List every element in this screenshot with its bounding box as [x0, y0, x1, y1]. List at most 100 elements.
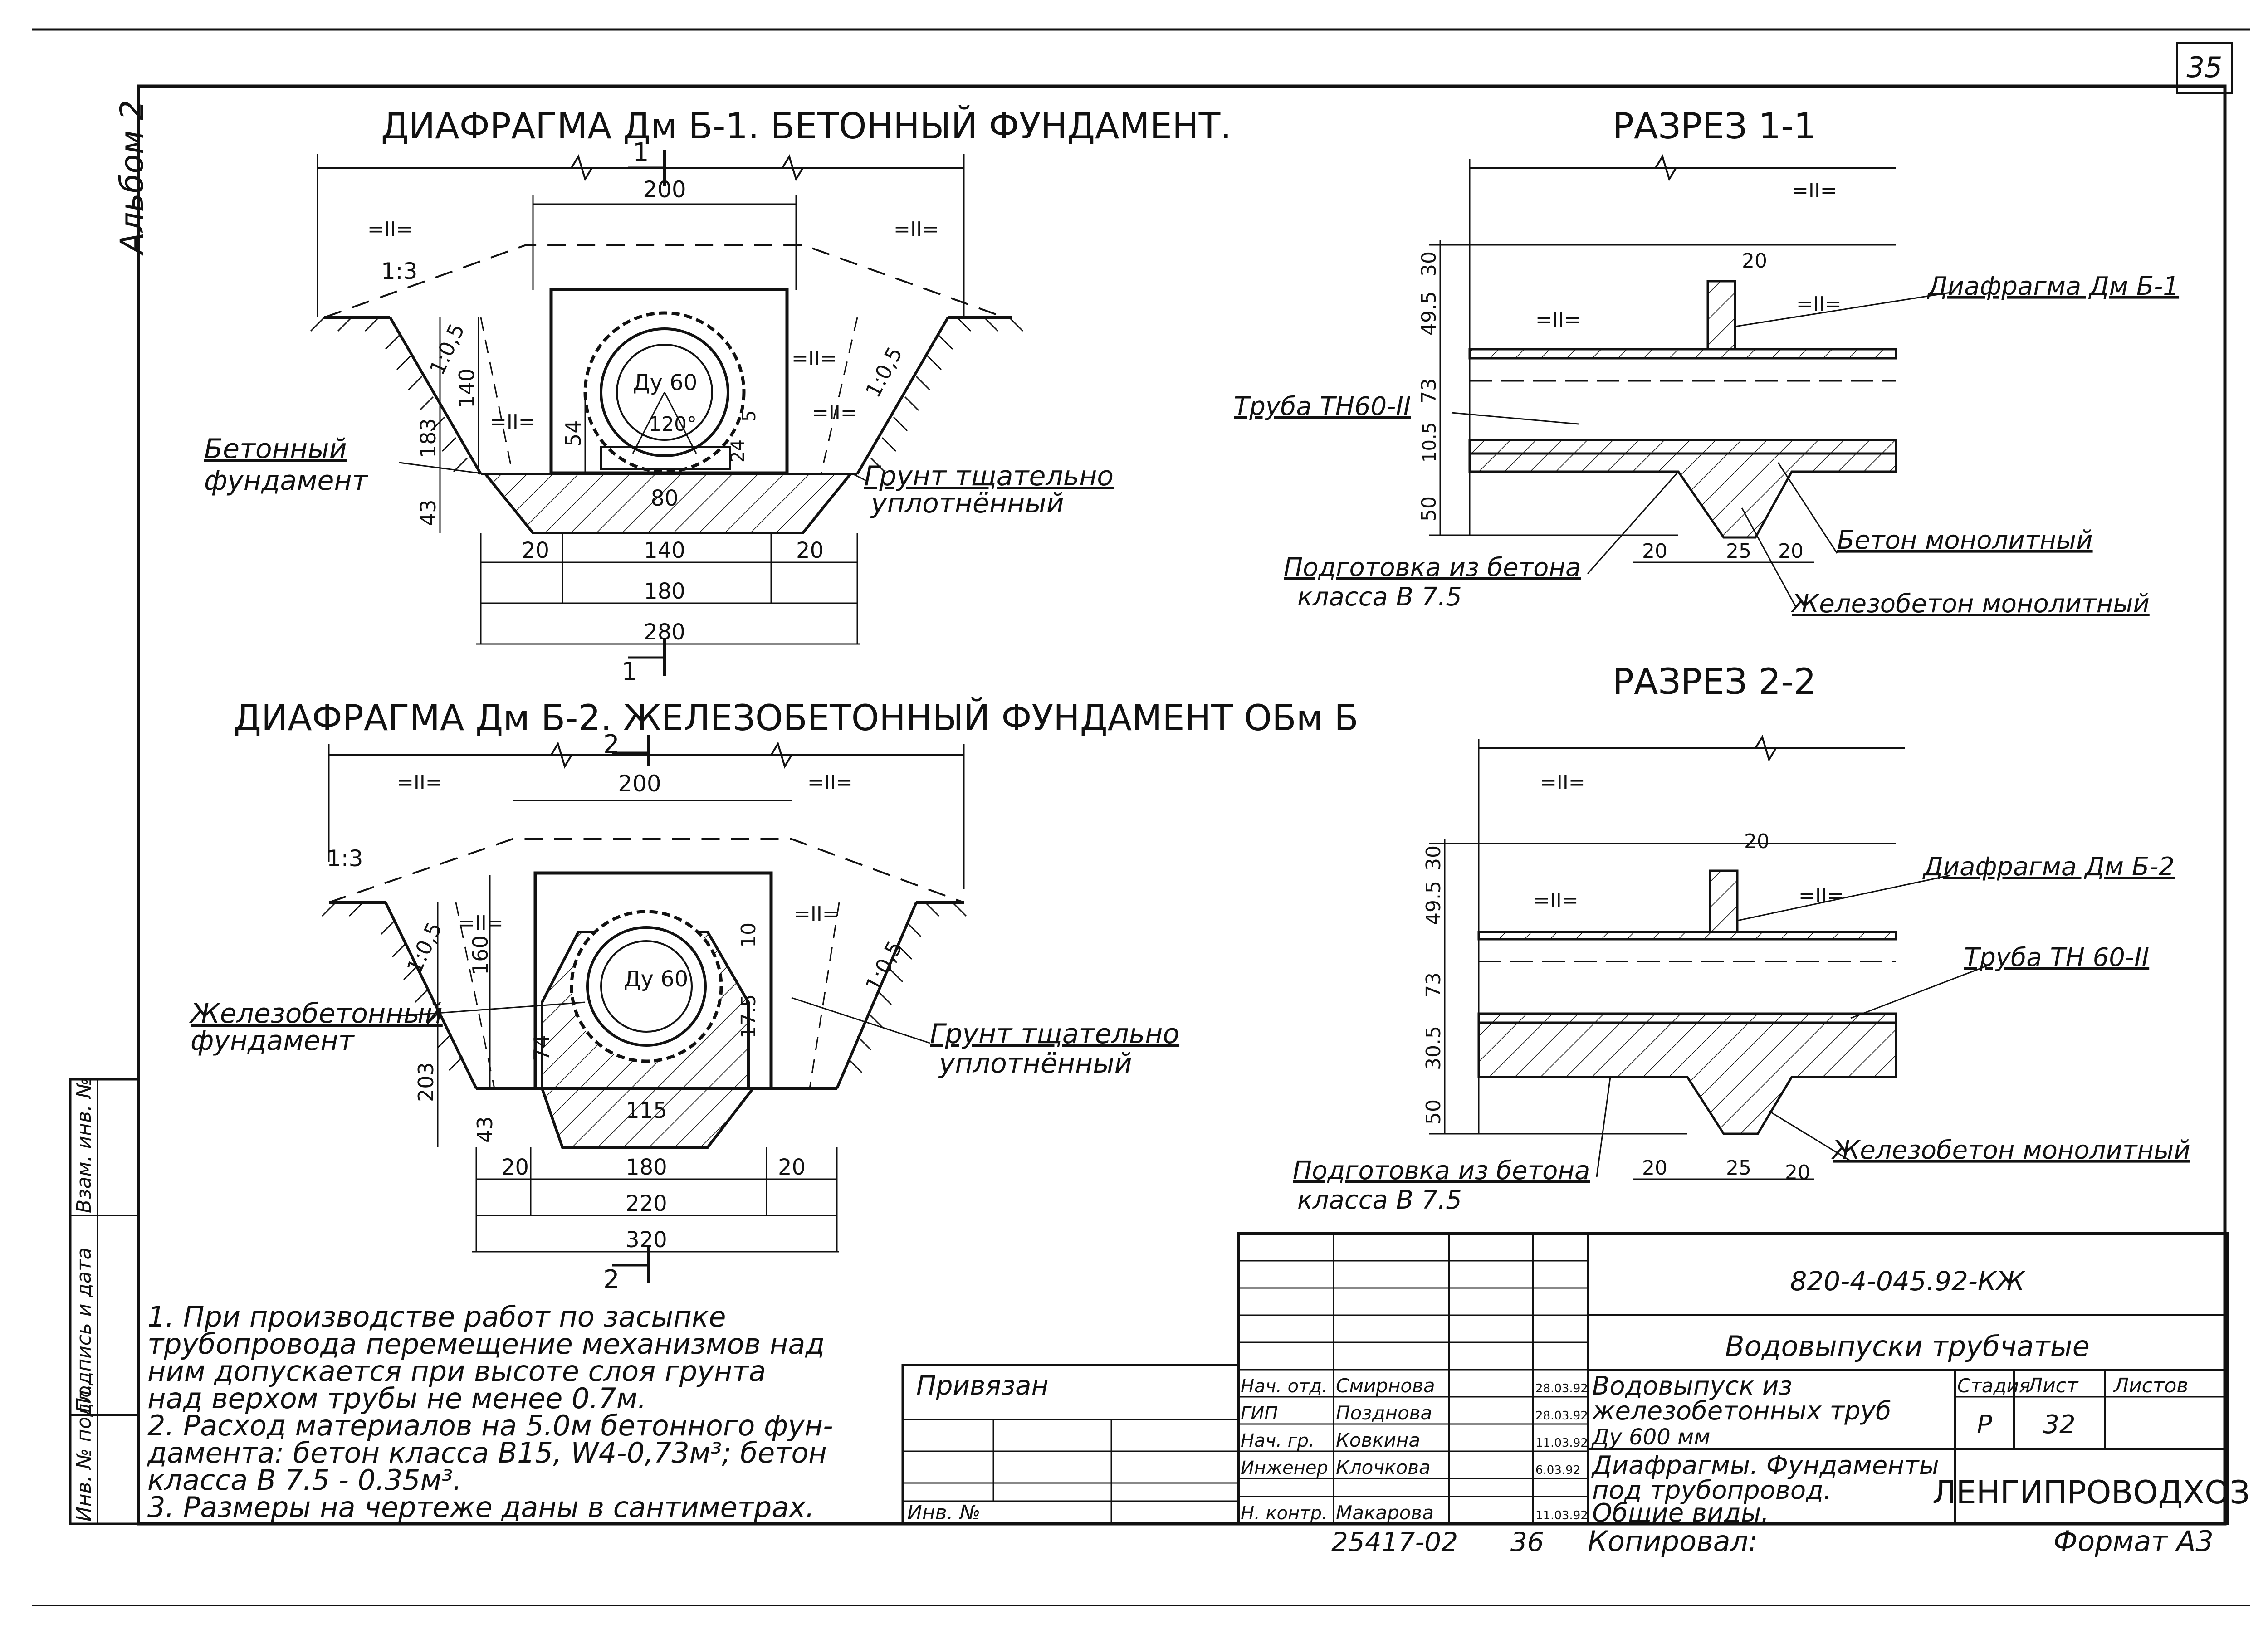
stamp-privyazan: Привязан — [916, 1370, 1049, 1401]
s2-dim-73: 73 — [1422, 972, 1445, 998]
v2-dim-10: 10 — [737, 922, 760, 948]
s2-dim-50: 50 — [1422, 1099, 1445, 1125]
v2-dim-200: 200 — [618, 771, 661, 797]
v1-slope-1-3: 1:3 — [381, 258, 417, 284]
note-line-3: ним допускается при высоте слоя грунта — [147, 1355, 766, 1388]
s2-dim-20-r: 20 — [1785, 1161, 1810, 1184]
strip-inv: Инв. № подл. — [73, 1384, 96, 1522]
stamp-date-3: 11.03.92 — [1535, 1436, 1588, 1450]
stamp-object-1: Водовыпуск из — [1592, 1371, 1792, 1401]
stamp-org: ЛЕНГИПРОВОДХОЗ — [1932, 1474, 2250, 1511]
stamp-role-3: Нач. гр. — [1241, 1430, 1315, 1451]
s2-same-right: =II= — [1799, 884, 1844, 907]
note-line-8: 3. Размеры на чертеже даны в сантиметрах… — [147, 1491, 815, 1524]
v2-slope-right: 1:0,5 — [860, 937, 907, 995]
s1-same-left: =II= — [1535, 308, 1581, 332]
s1-rc: Железобетон монолитный — [1790, 589, 2150, 619]
s1-dim-25: 25 — [1726, 540, 1751, 563]
v2-dim-43: 43 — [473, 1116, 497, 1143]
view2-title: ДИАФРАГМА Дм Б-2. ЖЕЛЕЗОБЕТОННЫЙ ФУНДАМЕ… — [234, 697, 1359, 739]
v2-dim-20r: 20 — [778, 1155, 806, 1180]
v1-same-right: =II= — [894, 218, 939, 241]
s1-dim-20-r: 20 — [1778, 540, 1804, 563]
s2-dim-20-top: 20 — [1744, 830, 1769, 853]
stamp-role-4: Инженер — [1241, 1458, 1328, 1478]
v2-same-right: =II= — [807, 771, 853, 794]
v2-dim-74: 74 — [529, 1034, 554, 1061]
v2-pipe: Ду 60 — [624, 966, 688, 992]
v2-label-found-2: фундамент — [191, 1025, 355, 1057]
stamp-num-bottom: 25417-02 — [1331, 1527, 1458, 1557]
stamp-stage: Р — [1977, 1410, 1992, 1439]
v2-dim-203: 203 — [414, 1062, 438, 1102]
note-line-4: над верхом трубы не менее 0.7м. — [147, 1382, 646, 1415]
view1-drawing: ДИАФРАГМА Дм Б-1. БЕТОННЫЙ ФУНДАМЕНТ. 1 … — [204, 105, 1232, 687]
stamp-role-5: Н. контр. — [1241, 1503, 1328, 1524]
stamp-page-bottom: 36 — [1510, 1527, 1544, 1557]
v1-same-mid-right2: =II= — [812, 401, 857, 424]
v1-dim-54: 54 — [561, 420, 586, 447]
s2-dim-495: 49.5 — [1422, 881, 1445, 925]
note-line-2: трубопровода перемещение механизмов над — [147, 1327, 825, 1361]
v2-same-left: =II= — [397, 771, 442, 794]
s1-dim-495: 49.5 — [1418, 291, 1441, 336]
section1-drawing: РАЗРЕЗ 1-1 =II= =II= =II= 20 Диафрагма Д… — [1234, 106, 2179, 619]
v2-label-found-1: Железобетонный — [189, 998, 443, 1029]
stamp-name-4: Клочкова — [1336, 1456, 1431, 1478]
stamp-date-1: 28.03.92 — [1535, 1382, 1588, 1395]
s2-dim-30: 30 — [1422, 845, 1445, 871]
v1-dim-80: 80 — [650, 486, 678, 511]
album-label: Альбом 2 — [113, 100, 151, 256]
stamp-inv: Инв. № — [907, 1501, 980, 1524]
s2-prep-2: класса В 7.5 — [1297, 1185, 1462, 1215]
note-line-5: 2. Расход материалов на 5.0м бетонного ф… — [147, 1409, 833, 1442]
v1-dim-24: 24 — [728, 439, 748, 463]
stamp-sheet: 32 — [2043, 1410, 2075, 1439]
v1-dim-5: 5 — [739, 410, 760, 422]
v1-dim-183: 183 — [416, 418, 440, 458]
s2-same-top: =II= — [1540, 771, 1585, 794]
s2-same-left: =II= — [1533, 889, 1579, 912]
v1-dim-180: 180 — [644, 579, 685, 604]
v2-dim-180: 180 — [626, 1155, 667, 1180]
v1-dim-200: 200 — [643, 176, 686, 203]
v1-same-mid-left: =II= — [490, 410, 535, 434]
stamp-name-1: Смирнова — [1336, 1375, 1435, 1397]
view1-section-top: 1 — [633, 138, 649, 167]
v1-same-left: =II= — [367, 218, 413, 241]
stamp-copied: Копировал: — [1588, 1525, 1758, 1558]
s1-concrete: Бетон монолитный — [1837, 526, 2093, 555]
s1-prep-2: класса В 7.5 — [1297, 582, 1462, 612]
s2-pipe: Труба ТН 60-II — [1964, 943, 2149, 972]
stamp-name-2: Позднова — [1336, 1402, 1432, 1424]
stamp-col-sheet: Лист — [2027, 1374, 2079, 1397]
s2-dim-25: 25 — [1726, 1156, 1751, 1180]
s1-dim-50: 50 — [1418, 496, 1441, 522]
note-line-7: класса В 7.5 - 0.35м³. — [147, 1463, 462, 1497]
s2-dim-20-l: 20 — [1642, 1156, 1667, 1180]
left-strip: Инв. № подл. Подпись и дата Взам. инв. № — [69, 1078, 140, 1525]
v2-dim-175: 17.5 — [737, 994, 760, 1039]
section1-title: РАЗРЕЗ 1-1 — [1613, 106, 1816, 147]
v1-dim-20r: 20 — [796, 538, 824, 563]
strip-sign: Подпись и дата — [73, 1248, 96, 1413]
v2-same-mid-left: =II= — [458, 912, 503, 935]
v2-slope-1-3: 1:3 — [327, 845, 363, 872]
stamp-role-1: Нач. отд. — [1241, 1376, 1328, 1397]
strip-replace: Взам. инв. № — [73, 1078, 96, 1213]
stamp-object-2: железобетонных труб — [1591, 1396, 1891, 1426]
s1-dim-20-top: 20 — [1742, 249, 1767, 273]
v2-dim-220: 220 — [626, 1191, 667, 1216]
v1-angle: 120° — [649, 413, 697, 436]
s1-dim-20-l: 20 — [1642, 540, 1667, 563]
stamp-title-2: под трубопровод. — [1592, 1476, 1832, 1505]
stamp-role-2: ГИП — [1241, 1403, 1278, 1424]
v1-label-found-1: Бетонный — [204, 433, 347, 465]
v1-label-soil-1: Грунт тщательно — [864, 460, 1114, 492]
view1-section-bottom: 1 — [621, 657, 638, 687]
view1-title: ДИАФРАГМА Дм Б-1. БЕТОННЫЙ ФУНДАМЕНТ. — [381, 105, 1232, 147]
stamp-col-sheets: Листов — [2113, 1374, 2188, 1397]
s1-dim-30: 30 — [1418, 251, 1441, 277]
stamp-title-1: Диафрагмы. Фундаменты — [1591, 1451, 1939, 1480]
